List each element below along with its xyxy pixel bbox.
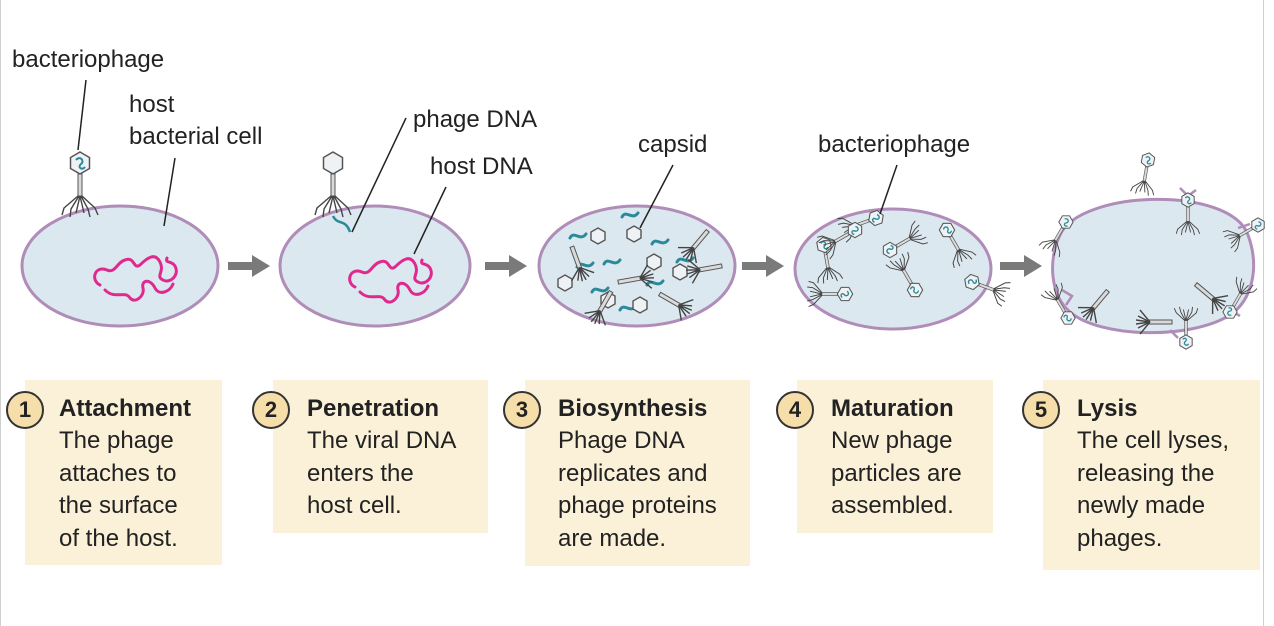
arrow-right-icon	[1000, 255, 1042, 277]
cell-attachment	[20, 79, 220, 328]
label-host-bacterial-cell: host bacterial cell	[129, 91, 263, 150]
step-description: Phage DNA replicates and phage proteins …	[558, 427, 717, 552]
label-capsid: capsid	[638, 131, 708, 158]
frame-border-right	[1263, 0, 1264, 626]
step-title: Biosynthesis	[558, 395, 708, 422]
step-number: 1	[6, 391, 44, 429]
step-number: 5	[1022, 391, 1060, 429]
cell-penetration	[278, 117, 472, 328]
step-title: Maturation	[831, 395, 954, 422]
step-description: New phage particles are assembled.	[831, 427, 962, 519]
leader-line	[879, 164, 898, 215]
label-bacteriophage: bacteriophage	[12, 46, 165, 73]
cell-lysis	[1037, 150, 1271, 350]
cell-biosynthesis	[537, 164, 737, 330]
step-description: The viral DNA enters the host cell.	[307, 427, 457, 519]
arrow-right-icon	[228, 255, 270, 277]
step-title: Penetration	[307, 395, 440, 422]
leader-line	[413, 186, 447, 255]
step-box-biosynthesis	[525, 380, 750, 566]
step-number: 4	[776, 391, 814, 429]
step-title: Lysis	[1077, 395, 1138, 422]
step-box-penetration	[273, 380, 488, 533]
step-title: Attachment	[59, 395, 192, 422]
step-box-lysis	[1043, 380, 1260, 570]
arrow-right-icon	[485, 255, 527, 277]
frame-border-left	[0, 0, 1, 626]
step-box-attachment	[25, 380, 222, 565]
leader-line	[639, 164, 674, 229]
step-box-maturation	[797, 380, 993, 533]
lytic-cycle-diagram	[20, 79, 1271, 350]
arrow-right-icon	[742, 255, 784, 277]
leader-line	[163, 157, 176, 227]
step-number: 3	[503, 391, 541, 429]
label-phage-dna: phage DNA	[413, 106, 538, 133]
label-host-dna: host DNA	[430, 153, 533, 180]
leader-line	[77, 79, 87, 151]
phage-dna-shape	[331, 215, 352, 233]
step-number: 2	[252, 391, 290, 429]
label-bacteriophage-mature: bacteriophage	[818, 131, 971, 158]
step-description: The phage attaches to the surface of the…	[59, 427, 178, 552]
step-description: The cell lyses, releasing the newly made…	[1077, 427, 1230, 552]
cell-maturation	[793, 164, 1013, 331]
capsid-icon	[626, 225, 642, 243]
leader-line	[351, 117, 407, 233]
